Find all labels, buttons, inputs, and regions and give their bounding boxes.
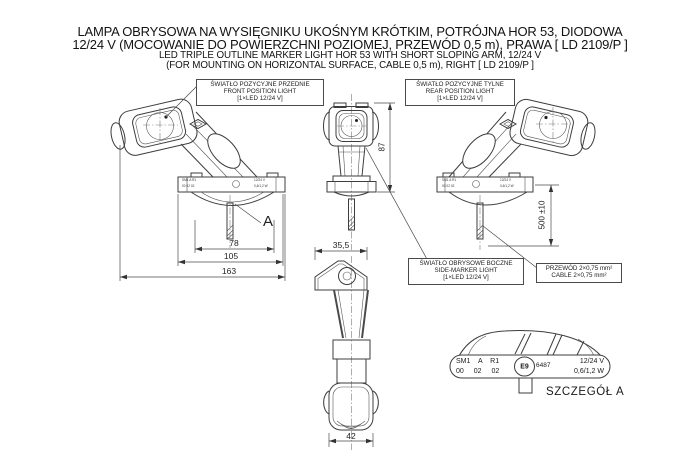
callout-side-en: SIDE-MARKER LIGHT	[434, 266, 498, 274]
callout-front-spec: [1×LED 12/24 V]	[237, 94, 283, 102]
left-plate-voltage: 12/24 V	[254, 178, 265, 182]
detail-plate-row1: SM1 A R1	[456, 358, 500, 365]
title-line-en-2: (FOR MOUNTING ON HORIZONTAL SURFACE, CAB…	[166, 60, 534, 71]
detail-a-callout-letter: A	[263, 213, 274, 230]
callout-rear-en: REAR POSITION LIGHT	[425, 87, 495, 95]
top-view	[314, 247, 379, 450]
callout-box-side-marker-light: ŚWIATŁO OBRYSOWE BOCZNE SIDE-MARKER LIGH…	[408, 258, 524, 285]
side-marker-lens	[207, 133, 241, 169]
right-plate-row2: 00 02 02	[442, 184, 455, 188]
approval-number: 6487	[536, 362, 551, 369]
detail-plate-row2: 00 02 02	[456, 367, 500, 375]
dimension-105: 105	[223, 251, 239, 261]
brand-diamond-icon	[498, 118, 518, 130]
detail-plate-voltage: 12/24 V	[579, 358, 604, 365]
left-plate-row2: 00 02 02	[182, 184, 195, 188]
detail-plate-power: 0,6/1,2 W	[574, 367, 604, 375]
callout-cable-en: CABLE 2×0,75 mm²	[551, 271, 607, 279]
callout-box-cable: PRZEWÓD 2×0,75 mm² CABLE 2×0,75 mm²	[536, 263, 622, 283]
detail-connector-tab	[518, 377, 533, 394]
title-line-en-1: LED TRIPLE OUTLINE MARKER LIGHT HOR 53 W…	[158, 50, 542, 61]
right-plate-voltage: 12/24 V	[500, 178, 511, 182]
left-side-view	[110, 85, 286, 281]
right-plate-power: 0,6/1,2 W	[500, 184, 514, 188]
front-view	[323, 94, 429, 262]
dimension-35-5: 35,5	[332, 240, 350, 250]
side-marker-lens	[462, 133, 496, 169]
callout-front-en: FRONT POSITION LIGHT	[223, 87, 297, 95]
callout-cable-pl: PRZEWÓD 2×0,75 mm²	[545, 265, 613, 272]
left-plate-power: 0,6/1,2 W	[254, 184, 268, 188]
callout-rear-spec: [1×LED 12/24 V]	[437, 94, 483, 102]
callout-side-pl: ŚWIATŁO OBRYSOWE BOCZNE	[419, 260, 513, 267]
dimension-163: 163	[221, 266, 237, 276]
dimension-78: 78	[229, 238, 239, 248]
dimension-87: 87	[377, 142, 387, 152]
title-line-pl-1: LAMPA OBRYSOWA NA WYSIĘGNIKU UKOŚNYM KRÓ…	[77, 24, 623, 39]
e-mark-text: E9	[520, 363, 529, 370]
right-side-view	[436, 98, 596, 269]
dimension-500: 500 ±10	[537, 200, 547, 230]
callout-rear-pl: ŚWIATŁO POZYCYJNE TYLNE	[416, 81, 504, 88]
callout-front-pl: ŚWIATŁO POZYCYJNE PRZEDNIE	[210, 81, 310, 88]
callout-box-front-position-light: ŚWIATŁO POZYCYJNE PRZEDNIE FRONT POSITIO…	[196, 79, 324, 106]
e-mark-circle	[514, 356, 535, 377]
brand-diamond-icon	[188, 118, 208, 130]
callout-side-spec: [1×LED 12/24 V]	[443, 273, 489, 281]
callout-box-rear-position-light: ŚWIATŁO POZYCYJNE TYLNE REAR POSITION LI…	[405, 79, 515, 106]
right-plate-row1: SM1 A R1	[442, 178, 457, 182]
dimension-42: 42	[346, 431, 356, 441]
detail-a-view	[449, 330, 611, 394]
detail-a-label: SZCZEGÓŁ A	[546, 386, 625, 398]
title-line-pl-2: 12/24 V (MOCOWANIE DO POWIERZCHNI POZIOM…	[72, 37, 628, 52]
left-plate-row1: SM1 A R1	[182, 178, 197, 182]
